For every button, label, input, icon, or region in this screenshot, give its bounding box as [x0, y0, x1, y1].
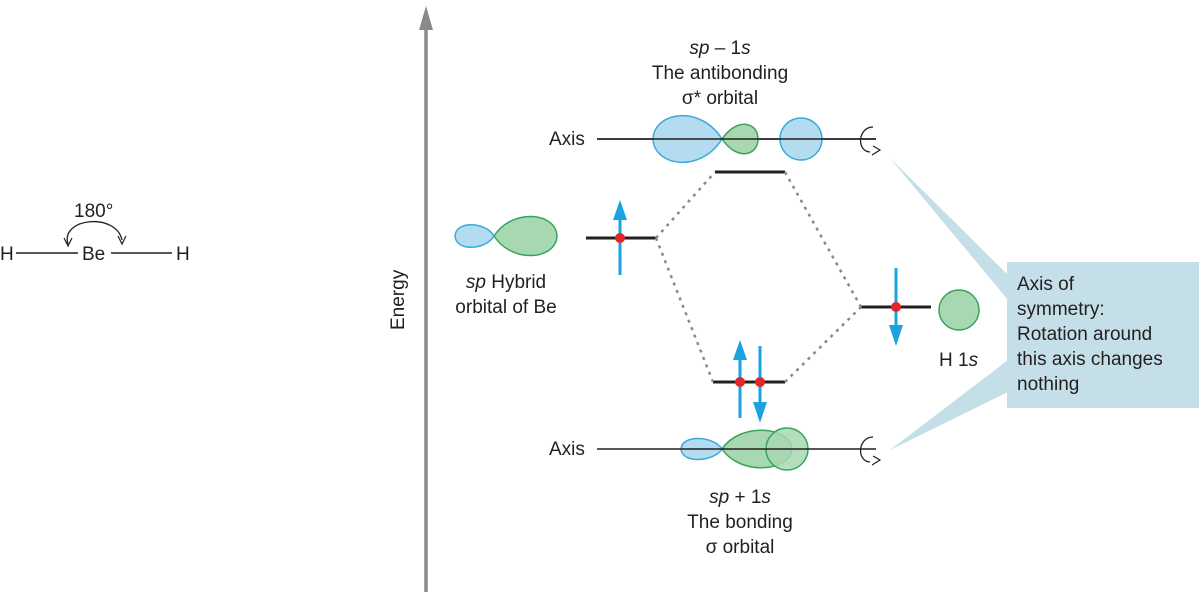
electron-dot	[735, 377, 745, 387]
spin-up-arrowhead	[613, 200, 627, 220]
symmetry-callout: Axis of symmetry: Rotation around this a…	[1007, 262, 1199, 408]
bonding-title: sp + 1s The bonding σ orbital	[687, 487, 793, 558]
energy-axis: Energy	[388, 6, 433, 592]
callout-pointers	[890, 158, 1008, 450]
bonding-orbital: Axis	[549, 427, 882, 471]
electron-dot	[891, 302, 901, 312]
electron-dot	[615, 233, 625, 243]
bonding-electron-spin-down	[753, 346, 767, 423]
angle-label: 180°	[74, 201, 113, 222]
antibonding-title: sp – 1s The antibonding σ* orbital	[652, 38, 788, 109]
h1s-sphere	[938, 289, 980, 331]
sp-electron-spin-up	[613, 200, 627, 275]
sp-hybrid-orbital: sp Hybrid orbital of Be	[454, 215, 558, 318]
atom-h-left: H	[0, 244, 14, 265]
callout-pointer-top	[890, 158, 1008, 300]
antibonding-formula: sp – 1s	[689, 38, 751, 59]
callout-line: nothing	[1017, 374, 1080, 395]
sp-hybrid-label: sp Hybrid	[466, 272, 546, 293]
angle-arrowhead-left	[63, 237, 73, 248]
sp-hybrid-small-lobe	[454, 224, 495, 248]
antibonding-name: The antibonding	[652, 63, 788, 84]
callout-line: Rotation around	[1017, 324, 1153, 345]
spin-up-arrowhead	[733, 340, 747, 360]
callout-line: symmetry:	[1017, 299, 1105, 320]
bonding-rotation-arrow	[859, 436, 874, 463]
atom-h-right: H	[176, 244, 190, 265]
h1s-label: H 1s	[939, 350, 979, 371]
energy-axis-arrowhead	[419, 6, 433, 30]
bonding-axis-label: Axis	[549, 439, 585, 460]
callout-pointer-bottom	[890, 360, 1008, 450]
callout-line: Axis of	[1017, 274, 1075, 295]
bonding-orbital-type: σ orbital	[706, 537, 775, 558]
angle-arrowhead-right	[117, 235, 127, 246]
sp-hybrid-label-line2: orbital of Be	[455, 297, 556, 318]
h1s-electron-spin-down	[889, 268, 903, 346]
energy-axis-label: Energy	[388, 269, 409, 330]
electron-dot	[755, 377, 765, 387]
spin-down-arrowhead	[889, 325, 903, 346]
angle-arc	[66, 220, 123, 245]
bonding-name: The bonding	[687, 512, 793, 533]
correlation-antibonding-to-h1s	[783, 171, 863, 308]
antibonding-orbital: Axis	[549, 114, 882, 164]
spin-down-arrowhead	[753, 402, 767, 423]
bonding-formula: sp + 1s	[709, 487, 771, 508]
correlation-sp-to-bonding	[654, 237, 715, 383]
bonding-electron-spin-up	[733, 340, 747, 418]
antibonding-orbital-type: σ* orbital	[682, 88, 758, 109]
electrons	[613, 200, 903, 423]
beh2-molecule: H Be H 180°	[0, 201, 190, 265]
callout-line: this axis changes	[1017, 349, 1163, 370]
antibonding-rotation-arrow	[859, 126, 874, 153]
antibonding-rotation-arrowhead	[871, 145, 882, 156]
atom-be: Be	[82, 244, 105, 265]
h1s-orbital: H 1s	[938, 289, 980, 371]
correlation-bonding-to-h1s	[784, 306, 862, 383]
correlation-sp-to-antibonding	[655, 171, 716, 239]
bonding-rotation-arrowhead	[871, 455, 882, 466]
sp-hybrid-large-lobe	[493, 215, 558, 257]
antibonding-axis-label: Axis	[549, 129, 585, 150]
